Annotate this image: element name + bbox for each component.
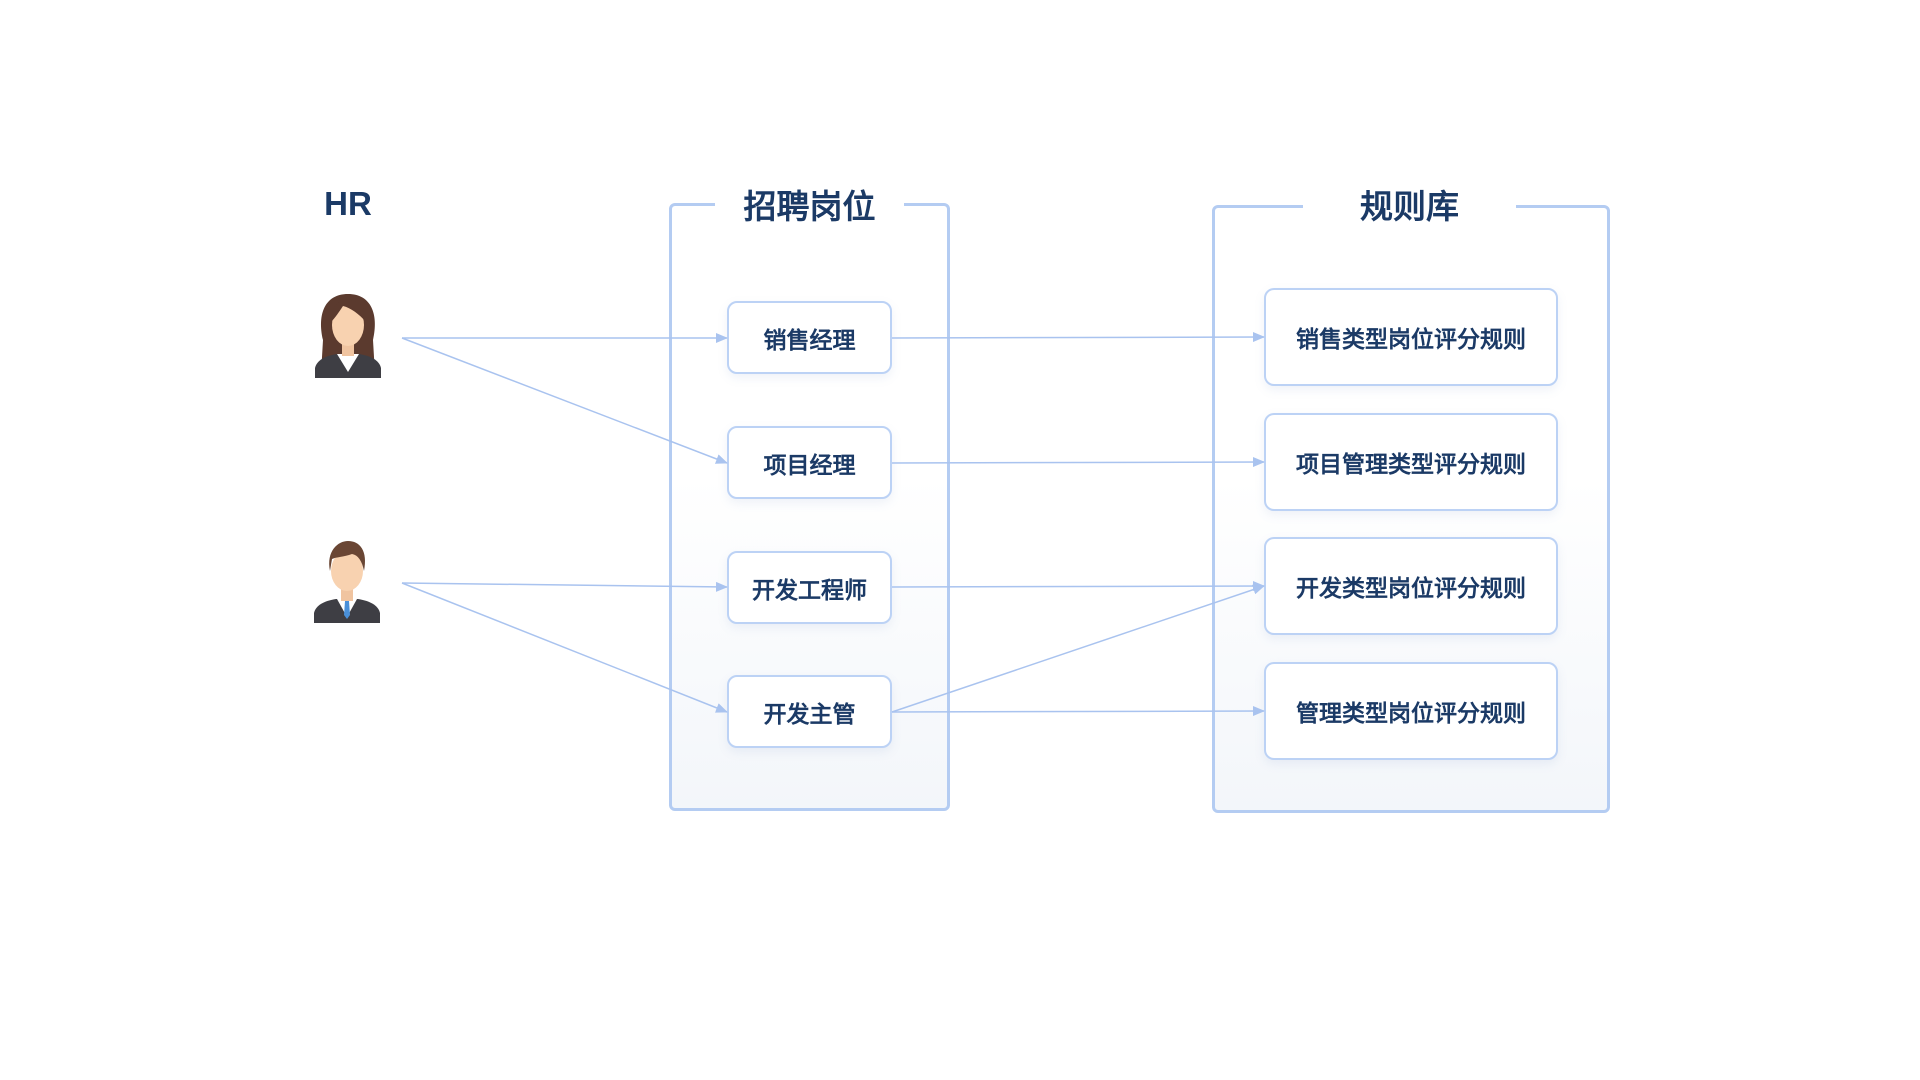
rule-node[interactable]: 管理类型岗位评分规则 xyxy=(1264,662,1558,760)
rule-node[interactable]: 开发类型岗位评分规则 xyxy=(1264,537,1558,635)
male-user-avatar-icon xyxy=(314,541,380,623)
positions-title: 招聘岗位 xyxy=(715,182,904,232)
rules-title: 规则库 xyxy=(1303,182,1516,232)
position-node[interactable]: 销售经理 xyxy=(727,301,892,374)
rule-node[interactable]: 销售类型岗位评分规则 xyxy=(1264,288,1558,386)
position-node[interactable]: 开发主管 xyxy=(727,675,892,748)
rule-node[interactable]: 项目管理类型评分规则 xyxy=(1264,413,1558,511)
position-node[interactable]: 项目经理 xyxy=(727,426,892,499)
female-user-avatar-icon xyxy=(315,294,381,378)
hr-title: HR xyxy=(324,185,372,222)
position-node[interactable]: 开发工程师 xyxy=(727,551,892,624)
